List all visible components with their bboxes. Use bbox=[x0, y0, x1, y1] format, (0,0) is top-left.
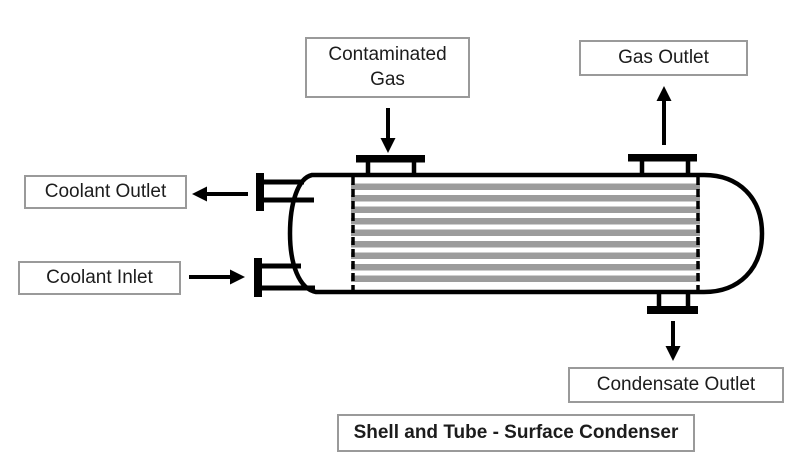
gas-outlet-nozzle bbox=[628, 154, 697, 176]
coolant-inlet-label: Coolant Inlet bbox=[18, 261, 181, 295]
diagram-title: Shell and Tube - Surface Condenser bbox=[337, 414, 695, 452]
condenser-tube bbox=[351, 195, 700, 202]
coolant-inlet-pipe bbox=[254, 258, 315, 297]
condensate-outlet-label: Condensate Outlet bbox=[568, 367, 784, 403]
coolant-outlet-pipe bbox=[256, 173, 314, 211]
diagram-title-text: Shell and Tube - Surface Condenser bbox=[353, 421, 679, 443]
contaminated-gas-label: Contaminated Gas bbox=[305, 37, 470, 98]
tube-bundle bbox=[351, 183, 700, 282]
coolant-inlet-text: Coolant Inlet bbox=[46, 266, 153, 288]
condenser-tube bbox=[351, 218, 700, 225]
arrow-condensate-down-icon bbox=[665, 321, 681, 361]
condenser-tube bbox=[351, 275, 700, 282]
gas-outlet-label: Gas Outlet bbox=[579, 40, 748, 76]
condensate-outlet-nozzle bbox=[647, 290, 698, 314]
condenser-tube bbox=[351, 241, 700, 248]
condensate-outlet-text: Condensate Outlet bbox=[596, 373, 756, 395]
condenser-tube bbox=[351, 229, 700, 236]
condenser-tube bbox=[351, 252, 700, 259]
coolant-outlet-text: Coolant Outlet bbox=[44, 180, 167, 202]
condenser-tube bbox=[351, 264, 700, 271]
condenser-tube bbox=[351, 206, 700, 213]
gas-inlet-nozzle bbox=[356, 155, 425, 177]
arrow-right-icon bbox=[189, 269, 245, 285]
coolant-outlet-label: Coolant Outlet bbox=[24, 175, 187, 209]
contaminated-gas-text: Contaminated Gas bbox=[328, 43, 447, 90]
arrow-left-icon bbox=[192, 186, 248, 202]
arrow-up-icon bbox=[656, 86, 672, 145]
arrow-down-icon bbox=[380, 108, 396, 153]
condenser-tube bbox=[351, 183, 700, 190]
gas-outlet-text: Gas Outlet bbox=[618, 46, 709, 68]
